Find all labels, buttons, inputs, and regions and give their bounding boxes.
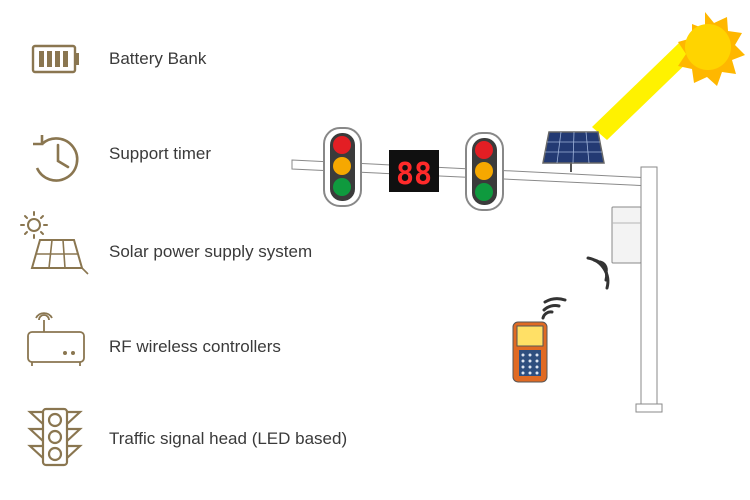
receiver-signal-icon <box>586 256 610 290</box>
legend-item-solar-power: Solar power supply system <box>0 210 400 290</box>
legend-label-support-timer: Support timer <box>109 144 212 163</box>
countdown-display: 88 <box>389 150 439 192</box>
rf-controller-icon <box>27 312 85 366</box>
legend-label-signal-head: Traffic signal head (LED based) <box>109 429 348 448</box>
legend-item-rf-controllers: RF wireless controllers <box>0 305 400 385</box>
traffic-signal-icon <box>27 407 83 467</box>
countdown-digits: 88 <box>396 157 432 192</box>
signal-head-left <box>323 127 362 207</box>
sun-ray <box>592 42 693 140</box>
handheld-rf-controller <box>512 321 548 383</box>
legend-label-solar-power: Solar power supply system <box>109 242 313 261</box>
solar-panel <box>542 131 605 172</box>
legend-item-signal-head: Traffic signal head (LED based) <box>0 400 400 480</box>
signal-head-right <box>465 132 504 211</box>
legend-label-battery-bank: Battery Bank <box>109 49 207 68</box>
legend-item-battery-bank: Battery Bank <box>0 20 400 100</box>
sun-icon <box>678 12 745 86</box>
battery-icon <box>31 44 79 74</box>
timer-icon <box>33 135 79 182</box>
solar-panel-icon <box>20 211 89 275</box>
legend-label-rf-controllers: RF wireless controllers <box>109 337 281 356</box>
controller-signal-icon <box>541 297 567 320</box>
legend-item-support-timer: Support timer <box>0 115 400 195</box>
